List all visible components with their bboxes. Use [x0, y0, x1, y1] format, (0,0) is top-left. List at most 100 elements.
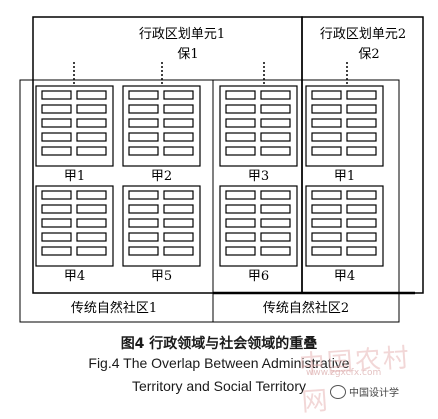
- house-unit: [76, 118, 107, 128]
- house-unit: [128, 204, 159, 214]
- house-unit: [225, 118, 256, 128]
- community-2-label: 传统自然社区2: [263, 300, 349, 316]
- house-unit: [346, 90, 377, 100]
- house-unit: [260, 146, 291, 156]
- house-unit: [128, 90, 159, 100]
- block-frame: [35, 85, 114, 167]
- house-unit: [260, 246, 291, 256]
- house-unit: [311, 104, 342, 114]
- house-unit: [76, 218, 107, 228]
- house-unit: [346, 104, 377, 114]
- block-frame: [122, 85, 201, 167]
- house-unit: [311, 132, 342, 142]
- house-unit: [76, 204, 107, 214]
- house-unit: [41, 118, 72, 128]
- house-unit: [128, 118, 159, 128]
- house-unit: [128, 190, 159, 200]
- house-unit: [128, 104, 159, 114]
- block-frame: [219, 85, 298, 167]
- house-unit: [311, 204, 342, 214]
- house-unit: [260, 104, 291, 114]
- block-label: 甲4: [64, 269, 85, 284]
- housing-block: 甲6: [219, 185, 298, 284]
- house-unit: [225, 204, 256, 214]
- source-logo: 中国设计学: [330, 384, 399, 399]
- house-unit: [311, 190, 342, 200]
- house-unit: [346, 232, 377, 242]
- block-frame: [219, 185, 298, 267]
- house-unit: [311, 118, 342, 128]
- block-label: 甲1: [334, 169, 355, 184]
- housing-block: 甲4: [305, 185, 384, 284]
- house-unit: [311, 232, 342, 242]
- house-unit: [260, 218, 291, 228]
- house-unit: [346, 246, 377, 256]
- house-unit: [163, 190, 194, 200]
- house-unit: [41, 218, 72, 228]
- caption-english-line-2: Territory and Social Territory: [131, 378, 307, 394]
- block-label: 甲1: [64, 169, 85, 184]
- house-unit: [346, 132, 377, 142]
- house-unit: [225, 218, 256, 228]
- community-2-boundary: [212, 79, 400, 323]
- block-label: 甲2: [151, 169, 172, 184]
- house-unit: [346, 204, 377, 214]
- house-unit: [128, 232, 159, 242]
- house-unit: [225, 246, 256, 256]
- house-unit: [41, 90, 72, 100]
- community-1-boundary: [19, 79, 214, 323]
- house-unit: [163, 204, 194, 214]
- housing-block: 甲1: [305, 85, 384, 184]
- house-unit: [225, 232, 256, 242]
- house-unit: [346, 218, 377, 228]
- house-unit: [311, 90, 342, 100]
- block-label: 甲5: [151, 269, 172, 284]
- block-label: 甲3: [248, 169, 269, 184]
- admin-unit-2-label: 行政区划单元2: [320, 27, 406, 42]
- house-unit: [225, 90, 256, 100]
- house-unit: [260, 132, 291, 142]
- house-unit: [225, 190, 256, 200]
- caption-english-line-1: Fig.4 The Overlap Between Administrative: [88, 355, 350, 371]
- housing-block: 甲3: [219, 85, 298, 184]
- house-unit: [163, 90, 194, 100]
- house-unit: [128, 132, 159, 142]
- block-label: 甲6: [248, 269, 269, 284]
- block-frame: [305, 85, 384, 167]
- caption-chinese: 图4 行政领域与社会领域的重叠: [120, 336, 318, 352]
- house-unit: [76, 190, 107, 200]
- house-unit: [41, 204, 72, 214]
- admin-unit-1-bao: 保1: [177, 47, 198, 62]
- house-unit: [41, 146, 72, 156]
- block-frame: [35, 185, 114, 267]
- house-unit: [76, 146, 107, 156]
- house-unit: [163, 218, 194, 228]
- housing-block: 甲2: [122, 85, 201, 184]
- house-unit: [260, 90, 291, 100]
- house-unit: [260, 190, 291, 200]
- house-unit: [225, 104, 256, 114]
- house-unit: [128, 218, 159, 228]
- admin-unit-1-label: 行政区划单元1: [139, 27, 225, 42]
- block-frame: [122, 185, 201, 267]
- house-unit: [163, 118, 194, 128]
- house-unit: [41, 132, 72, 142]
- house-unit: [163, 132, 194, 142]
- house-unit: [346, 118, 377, 128]
- house-unit: [41, 104, 72, 114]
- community-1-label: 传统自然社区1: [71, 300, 157, 316]
- house-unit: [311, 146, 342, 156]
- house-unit: [260, 204, 291, 214]
- house-unit: [260, 118, 291, 128]
- house-unit: [163, 246, 194, 256]
- house-unit: [41, 190, 72, 200]
- house-unit: [260, 232, 291, 242]
- housing-block: 甲5: [122, 185, 201, 284]
- logo-icon: [330, 384, 346, 399]
- house-unit: [76, 246, 107, 256]
- house-unit: [225, 146, 256, 156]
- house-unit: [76, 132, 107, 142]
- house-unit: [163, 232, 194, 242]
- block-frame: [305, 185, 384, 267]
